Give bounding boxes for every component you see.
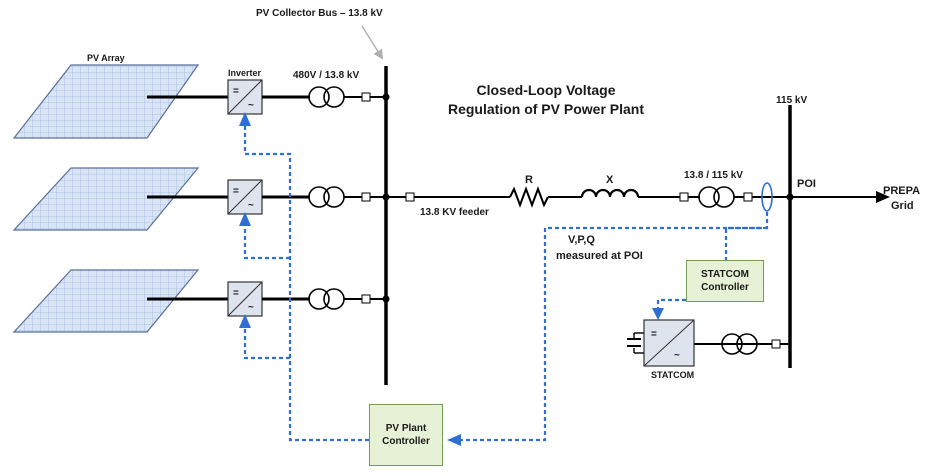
grid-label-2: Grid [891, 200, 914, 212]
title-line-1: Closed-Loop Voltage [477, 82, 616, 98]
transformer-3 [308, 288, 345, 310]
pv-array-label: PV Array [87, 53, 125, 63]
control-signal-lines [243, 120, 769, 442]
main-xfmr-breaker-hv [743, 192, 753, 202]
statcom-controller: STATCOM Controller [686, 260, 764, 302]
statcom-controller-line-1: STATCOM [701, 269, 749, 280]
current-transformer [761, 182, 773, 212]
grid-label-1: PREPA [883, 185, 920, 197]
collector-bus-label: PV Collector Bus – 13.8 kV [256, 8, 383, 19]
pv-plant-controller-line-1: PV Plant [385, 423, 427, 434]
breaker-1 [361, 92, 371, 102]
resistor-label: R [525, 174, 533, 186]
statcom-transformer [721, 333, 758, 355]
inductor-label: X [606, 174, 614, 186]
control-arrow-inverter-3 [239, 314, 251, 328]
inverter-3-ac-symbol: ~ [248, 302, 254, 313]
inverter-1-ac-symbol: ~ [248, 100, 254, 111]
inverter-3-dc-symbol: = [233, 288, 239, 299]
measure-label-2: measured at POI [556, 250, 643, 262]
statcom-dc-symbol: = [651, 329, 657, 340]
breaker-2 [361, 192, 371, 202]
pv-array-2 [12, 167, 200, 231]
pv-array-3 [12, 269, 200, 333]
main-xfmr-label: 13.8 / 115 kV [684, 170, 743, 181]
pv-plant-controller: PV Plant Controller [369, 404, 443, 466]
control-arrow-plant-controller [447, 434, 461, 446]
transformer-2 [308, 186, 345, 208]
pv-array-1 [12, 64, 200, 139]
statcom-converter [643, 319, 695, 367]
main-transformer [698, 186, 735, 208]
breaker-3 [361, 294, 371, 304]
statcom-ac-symbol: ~ [674, 350, 680, 361]
bus-115kv-label: 115 kV [776, 95, 807, 106]
resistor-r [509, 186, 549, 208]
control-arrow-statcom [652, 308, 664, 320]
transformer-1 [308, 86, 345, 108]
statcom-breaker [771, 339, 781, 349]
inductor-x [580, 188, 640, 198]
control-arrow-inverter-1 [239, 112, 251, 126]
inverter-2-dc-symbol: = [233, 186, 239, 197]
feeder-label: 13.8 KV feeder [420, 207, 489, 218]
collector-bus-pointer [361, 25, 384, 60]
measure-label-1: V,P,Q [568, 234, 595, 246]
inverter-2-ac-symbol: ~ [248, 200, 254, 211]
inverter-3 [227, 281, 263, 317]
main-xfmr-breaker-lv [679, 192, 689, 202]
feeder-breaker [405, 192, 415, 202]
poi-label: POI [797, 178, 816, 190]
statcom-controller-line-2: Controller [701, 282, 749, 293]
inverter-label: Inverter [228, 68, 262, 78]
statcom-dc-capacitor [627, 332, 644, 354]
control-arrow-inverter-2 [239, 212, 251, 226]
inverter-1-dc-symbol: = [233, 86, 239, 97]
title-line-2: Regulation of PV Power Plant [448, 101, 644, 117]
statcom-label: STATCOM [651, 370, 694, 380]
pv-plant-controller-line-2: Controller [382, 436, 430, 447]
inverter-1 [227, 79, 263, 115]
inverter-xfmr-label: 480V / 13.8 kV [293, 70, 359, 81]
